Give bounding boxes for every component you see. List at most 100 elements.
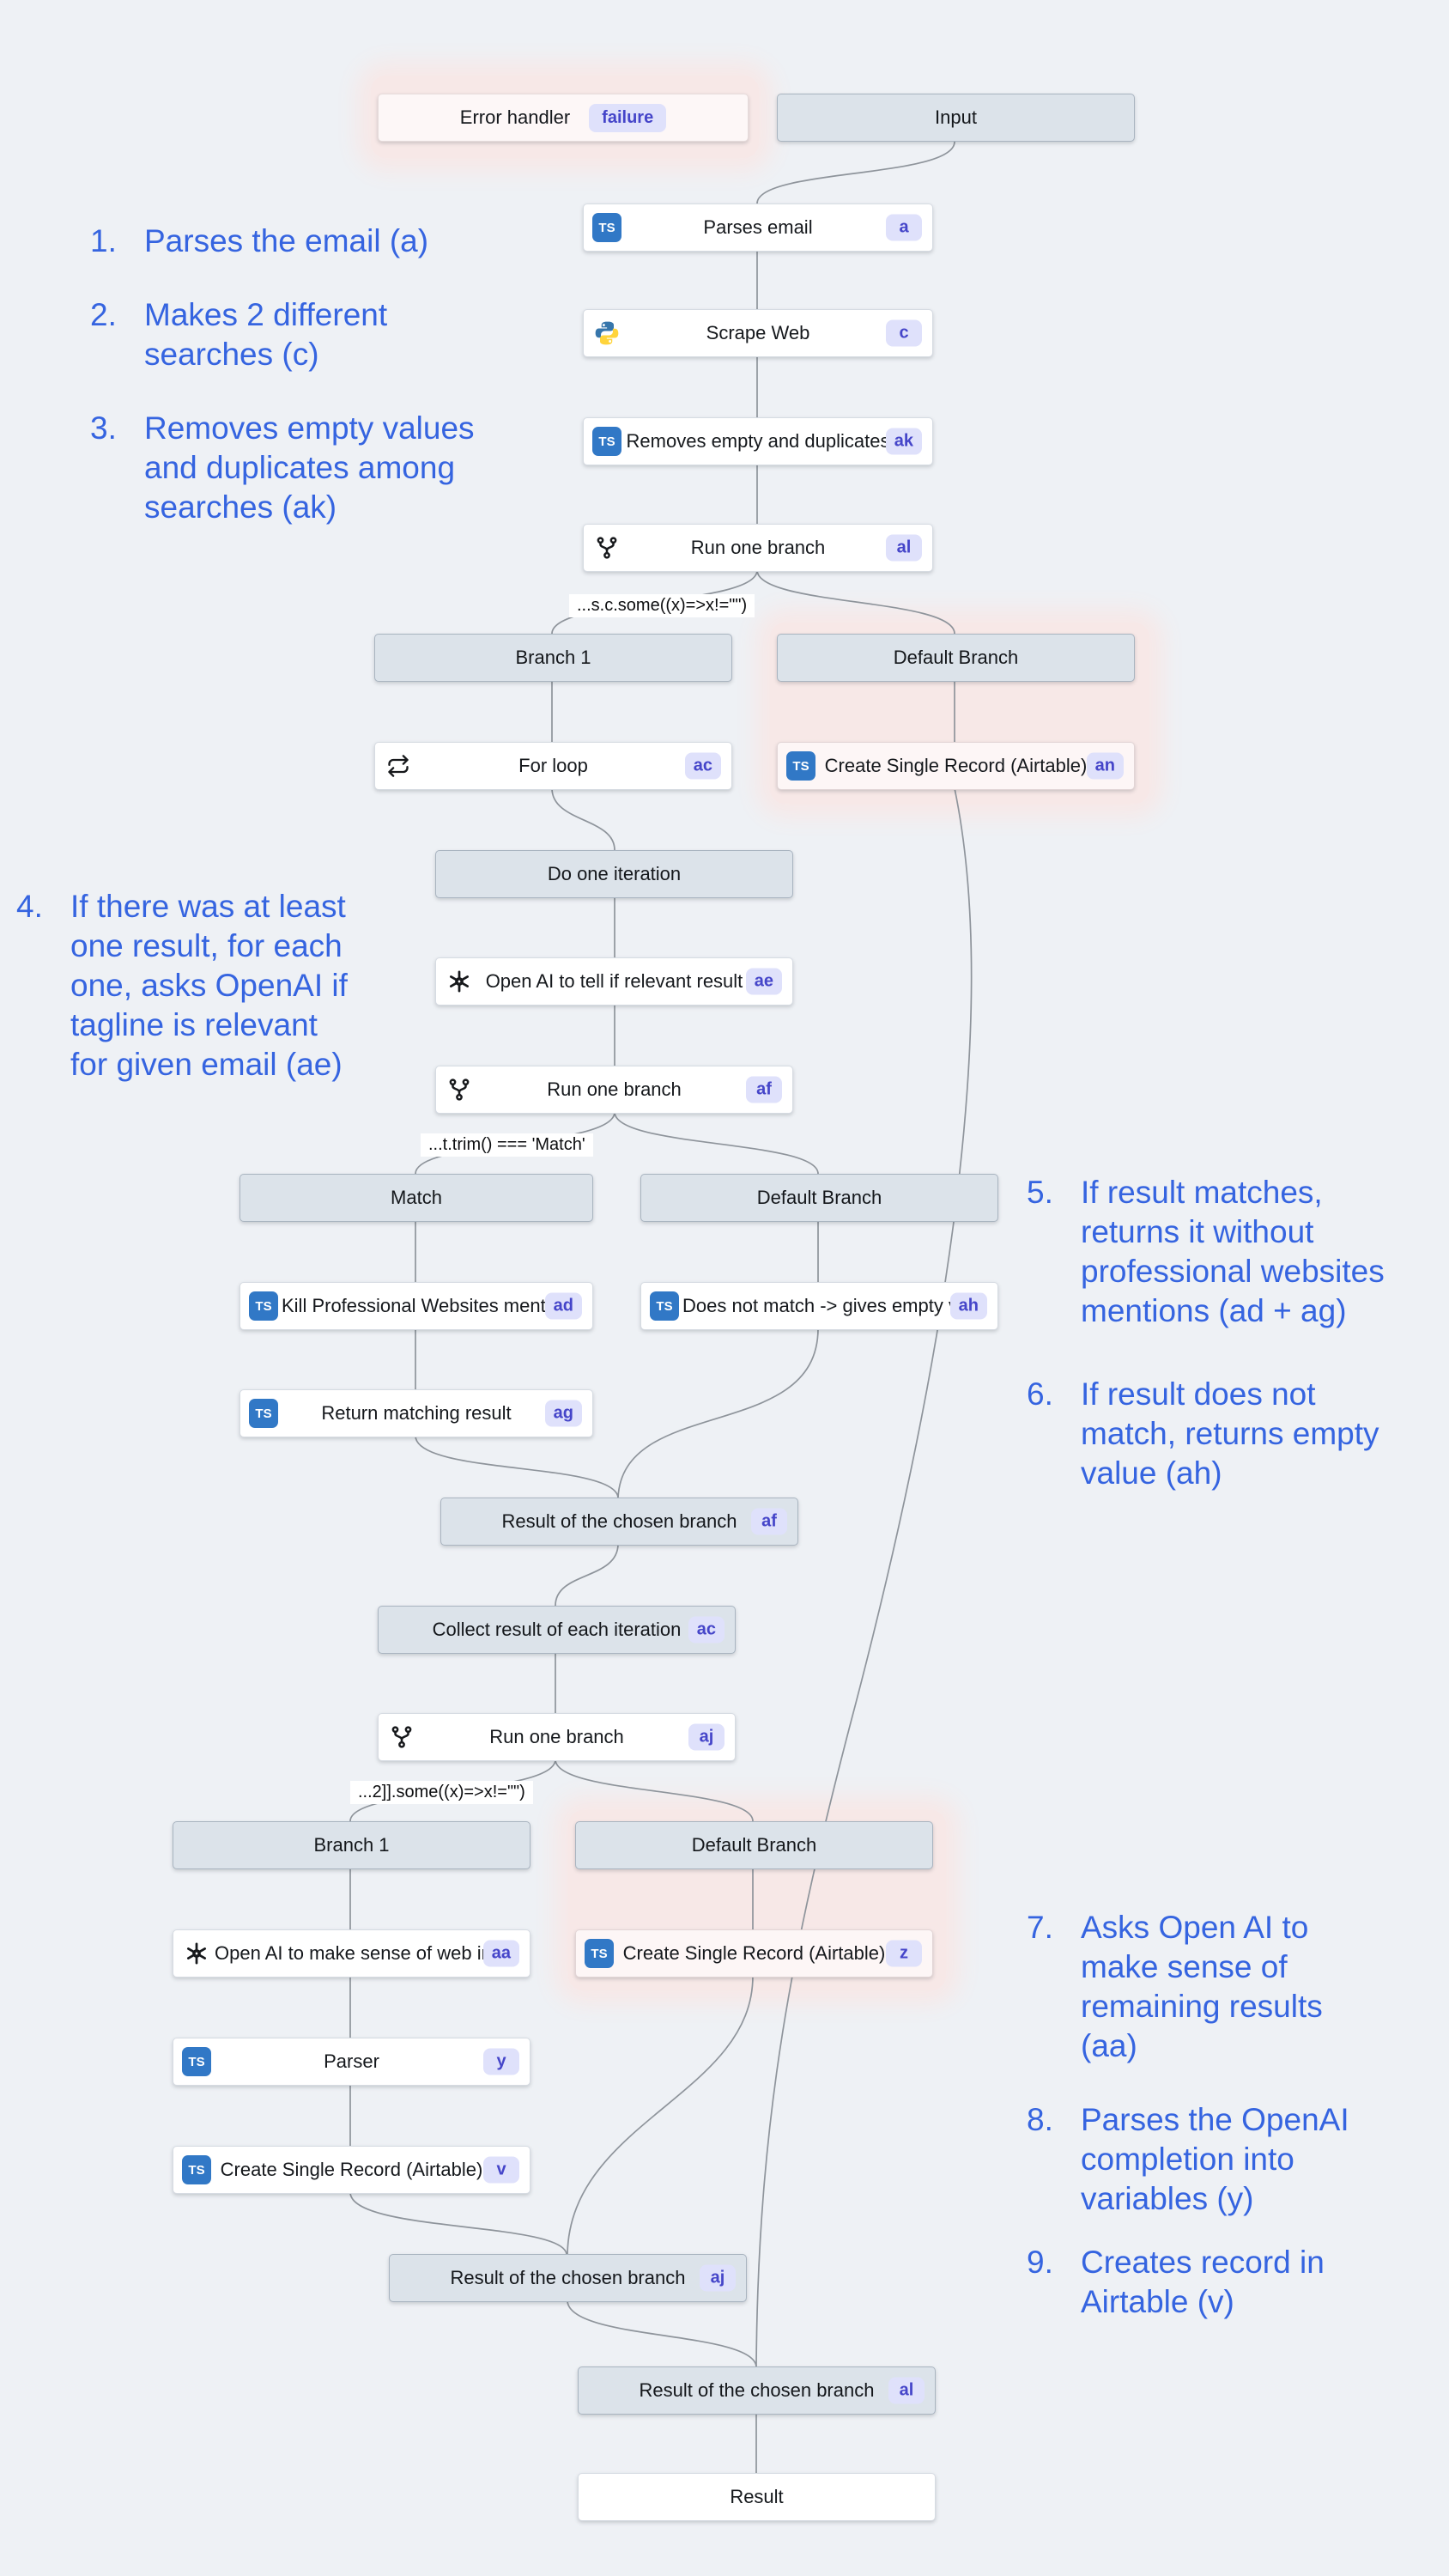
- step-badge: ah: [949, 1292, 987, 1320]
- annotation-text: Creates record in Airtable (v): [1081, 2245, 1325, 2319]
- node-label: Kill Professional Websites mentions: [282, 1295, 551, 1316]
- connector: [555, 1759, 754, 1822]
- node-kill-mentions-ad[interactable]: TS Kill Professional Websites mentions a…: [239, 1282, 593, 1330]
- node-result-chosen-branch-al[interactable]: Result of the chosen branch al: [578, 2366, 936, 2415]
- step-badge: a: [886, 214, 922, 241]
- node-label: Result: [730, 2486, 784, 2507]
- typescript-icon: TS: [249, 1399, 278, 1428]
- node-label: Default Branch: [756, 1187, 882, 1208]
- annotation-number: 3.: [90, 410, 117, 446]
- node-default-branch-top[interactable]: Default Branch: [777, 634, 1135, 682]
- typescript-icon: TS: [585, 1939, 614, 1968]
- node-input[interactable]: Input: [777, 94, 1135, 142]
- node-label: Does not match -> gives empty value: [682, 1295, 956, 1316]
- node-run-one-branch-af[interactable]: Run one branch af: [435, 1066, 793, 1114]
- node-label: Collect result of each iteration: [432, 1619, 682, 1640]
- node-label: Error handler: [459, 106, 571, 128]
- node-error-handler[interactable]: Error handler failure: [378, 94, 749, 142]
- node-for-loop[interactable]: For loop ac: [374, 742, 732, 790]
- node-default-branch-bottom[interactable]: Default Branch: [575, 1821, 933, 1869]
- match-condition-label: ...t.trim() === 'Match': [421, 1133, 593, 1157]
- annotation-4: 4. If there was at least one result, for…: [16, 887, 348, 1084]
- annotation-text: If there was at least one result, for ea…: [70, 889, 348, 1082]
- node-branch1-top[interactable]: Branch 1: [374, 634, 732, 682]
- annotation-number: 9.: [1027, 2245, 1053, 2280]
- node-label: Do one iteration: [547, 863, 682, 884]
- node-result-chosen-branch-af[interactable]: Result of the chosen branch af: [440, 1498, 798, 1546]
- openai-icon: [182, 1939, 211, 1968]
- annotation-text: Makes 2 different searches (c): [144, 297, 388, 372]
- node-label: Result of the chosen branch: [501, 1510, 737, 1532]
- connector: [349, 2191, 567, 2255]
- node-default-branch-mid[interactable]: Default Branch: [640, 1174, 998, 1222]
- node-parses-email[interactable]: TS Parses email a: [583, 204, 933, 252]
- node-label: Default Branch: [893, 647, 1019, 668]
- annotation-text: Parses the OpenAI completion into variab…: [1081, 2102, 1349, 2216]
- node-does-not-match-ah[interactable]: TS Does not match -> gives empty value a…: [640, 1282, 998, 1330]
- node-create-single-record-z[interactable]: TS Create Single Record (Airtable) z: [575, 1929, 933, 1978]
- connector: [415, 1435, 619, 1498]
- node-run-one-branch-aj[interactable]: Run one branch aj: [378, 1713, 736, 1761]
- node-label: Result of the chosen branch: [639, 2379, 875, 2401]
- step-badge: af: [751, 1508, 787, 1535]
- node-parser-y[interactable]: TS Parser y: [173, 2038, 530, 2086]
- step-badge: ad: [544, 1292, 582, 1320]
- branch-icon: [387, 1722, 416, 1752]
- node-run-one-branch-al[interactable]: Run one branch al: [583, 524, 933, 572]
- annotation-5: 5. If result matches, returns it without…: [1027, 1173, 1385, 1331]
- node-branch1-bottom[interactable]: Branch 1: [173, 1821, 530, 1869]
- node-openai-relevant-ae[interactable]: Open AI to tell if relevant result ae: [435, 957, 793, 1005]
- node-label: Parses email: [703, 216, 813, 238]
- node-label: Scrape Web: [706, 322, 810, 343]
- step-badge: ac: [688, 1616, 724, 1643]
- typescript-icon: TS: [592, 213, 621, 242]
- annotation-6: 6. If result does not match, returns emp…: [1027, 1375, 1379, 1493]
- branch-icon: [592, 533, 621, 562]
- annotation-7: 7. Asks Open AI to make sense of remaini…: [1027, 1908, 1323, 2066]
- node-label: Input: [935, 106, 977, 128]
- node-label: Run one branch: [690, 537, 826, 558]
- node-label: Default Branch: [691, 1834, 817, 1856]
- connector: [551, 787, 615, 851]
- connector: [567, 2300, 757, 2367]
- step-badge: y: [483, 2048, 519, 2075]
- node-scrape-web[interactable]: Scrape Web c: [583, 309, 933, 357]
- some-condition-label: ...2]].some((x)=>x!=""): [350, 1781, 533, 1804]
- loop-icon: [384, 751, 413, 781]
- node-label: Parser: [324, 2050, 379, 2072]
- typescript-icon: TS: [249, 1291, 278, 1321]
- node-label: Removes empty and duplicates: [626, 430, 890, 452]
- step-badge: ak: [885, 428, 922, 455]
- connector: [617, 1327, 819, 1498]
- node-collect-result-ac[interactable]: Collect result of each iteration ac: [378, 1606, 736, 1654]
- node-result[interactable]: Result: [578, 2473, 936, 2521]
- node-create-single-record-an[interactable]: TS Create Single Record (Airtable) an: [777, 742, 1135, 790]
- typescript-icon: TS: [182, 2155, 211, 2184]
- node-return-matching-ag[interactable]: TS Return matching result ag: [239, 1389, 593, 1437]
- step-badge: ac: [684, 752, 721, 780]
- python-icon: [592, 319, 621, 348]
- annotation-text: Asks Open AI to make sense of remaining …: [1081, 1910, 1323, 2063]
- node-do-one-iteration[interactable]: Do one iteration: [435, 850, 793, 898]
- node-openai-make-sense-aa[interactable]: Open AI to make sense of web info aa: [173, 1929, 530, 1978]
- node-match-header[interactable]: Match: [239, 1174, 593, 1222]
- annotation-9: 9. Creates record in Airtable (v): [1027, 2243, 1325, 2322]
- step-badge: al: [888, 2377, 925, 2404]
- step-badge: al: [886, 534, 922, 562]
- node-label: Match: [391, 1187, 442, 1208]
- annotation-number: 6.: [1027, 1376, 1053, 1412]
- annotation-number: 5.: [1027, 1175, 1053, 1210]
- node-result-chosen-branch-aj[interactable]: Result of the chosen branch aj: [389, 2254, 747, 2302]
- node-label: Branch 1: [313, 1834, 390, 1856]
- step-badge: an: [1086, 752, 1124, 780]
- branch-icon: [445, 1075, 474, 1104]
- annotation-text: Removes empty values and duplicates amon…: [144, 410, 475, 525]
- annotation-8: 8. Parses the OpenAI completion into var…: [1027, 2100, 1349, 2219]
- node-label: For loop: [518, 755, 588, 776]
- step-badge: aa: [482, 1940, 519, 1967]
- node-label: Result of the chosen branch: [450, 2267, 686, 2288]
- node-create-single-record-v[interactable]: TS Create Single Record (Airtable) v: [173, 2146, 530, 2194]
- node-label: Return matching result: [321, 1402, 512, 1424]
- node-removes-empty-duplicates[interactable]: TS Removes empty and duplicates ak: [583, 417, 933, 465]
